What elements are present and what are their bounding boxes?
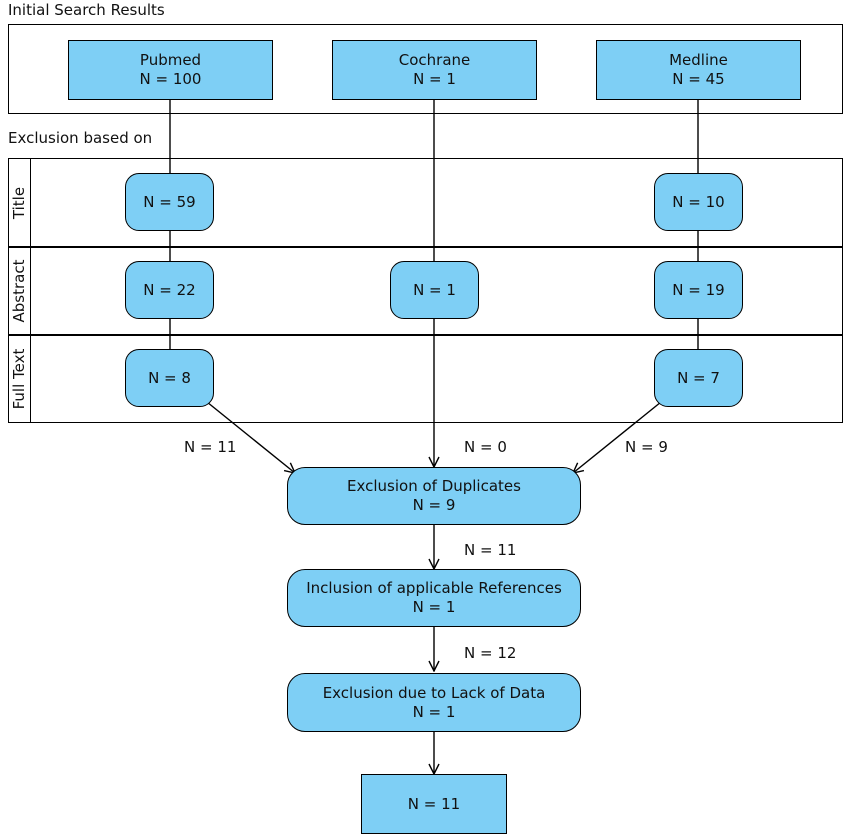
edge-label-medline: N = 9 [625,438,668,456]
source-medline-count: N = 45 [672,70,725,88]
title-band-tab [9,159,31,247]
source-medline-box: Medline N = 45 [596,40,801,100]
title-medline-node: N = 10 [654,173,743,231]
abstract-medline-node: N = 19 [654,261,743,319]
stage-inclusion-label: Inclusion of applicable References [306,579,562,597]
stage-lack-label: Exclusion due to Lack of Data [322,683,546,702]
abstract-band-tab [9,247,31,335]
source-cochrane-box: Cochrane N = 1 [332,40,537,100]
edge-label-duplicates: N = 11 [464,541,517,559]
source-pubmed-box: Pubmed N = 100 [68,40,273,100]
source-medline-name: Medline [669,51,728,69]
arrow-medline-duplicates [573,401,662,473]
stage-lack-box: Exclusion due to Lack of Data N = 1 [287,673,581,732]
stage-duplicates-box: Exclusion of Duplicates N = 9 [287,467,581,525]
title-band [8,158,843,248]
edge-label-pubmed: N = 11 [184,438,237,456]
edge-label-cochrane: N = 0 [464,438,507,456]
fulltext-band [8,334,843,423]
fulltext-medline-node: N = 7 [654,349,743,407]
fulltext-pubmed-node: N = 8 [125,349,214,407]
title-pubmed-node: N = 59 [125,173,214,231]
source-cochrane-name: Cochrane [398,51,471,69]
final-result-box: N = 11 [361,774,507,834]
edge-label-inclusion: N = 12 [464,644,517,662]
arrow-pubmed-duplicates [206,401,295,473]
stage-lack-count: N = 1 [412,702,456,721]
source-cochrane-count: N = 1 [413,70,456,88]
stage-duplicates-count: N = 9 [412,496,456,514]
source-pubmed-count: N = 100 [139,70,202,88]
abstract-band [8,246,843,336]
fulltext-band-tab [9,335,31,422]
exclusion-heading: Exclusion based on [8,129,153,147]
abstract-cochrane-node: N = 1 [390,261,479,319]
stage-duplicates-label: Exclusion of Duplicates [347,477,521,495]
source-pubmed-name: Pubmed [139,51,202,69]
abstract-pubmed-node: N = 22 [125,261,214,319]
stage-inclusion-count: N = 1 [412,598,456,616]
stage-inclusion-box: Inclusion of applicable References N = 1 [287,569,581,627]
initial-search-heading: Initial Search Results [8,1,165,19]
